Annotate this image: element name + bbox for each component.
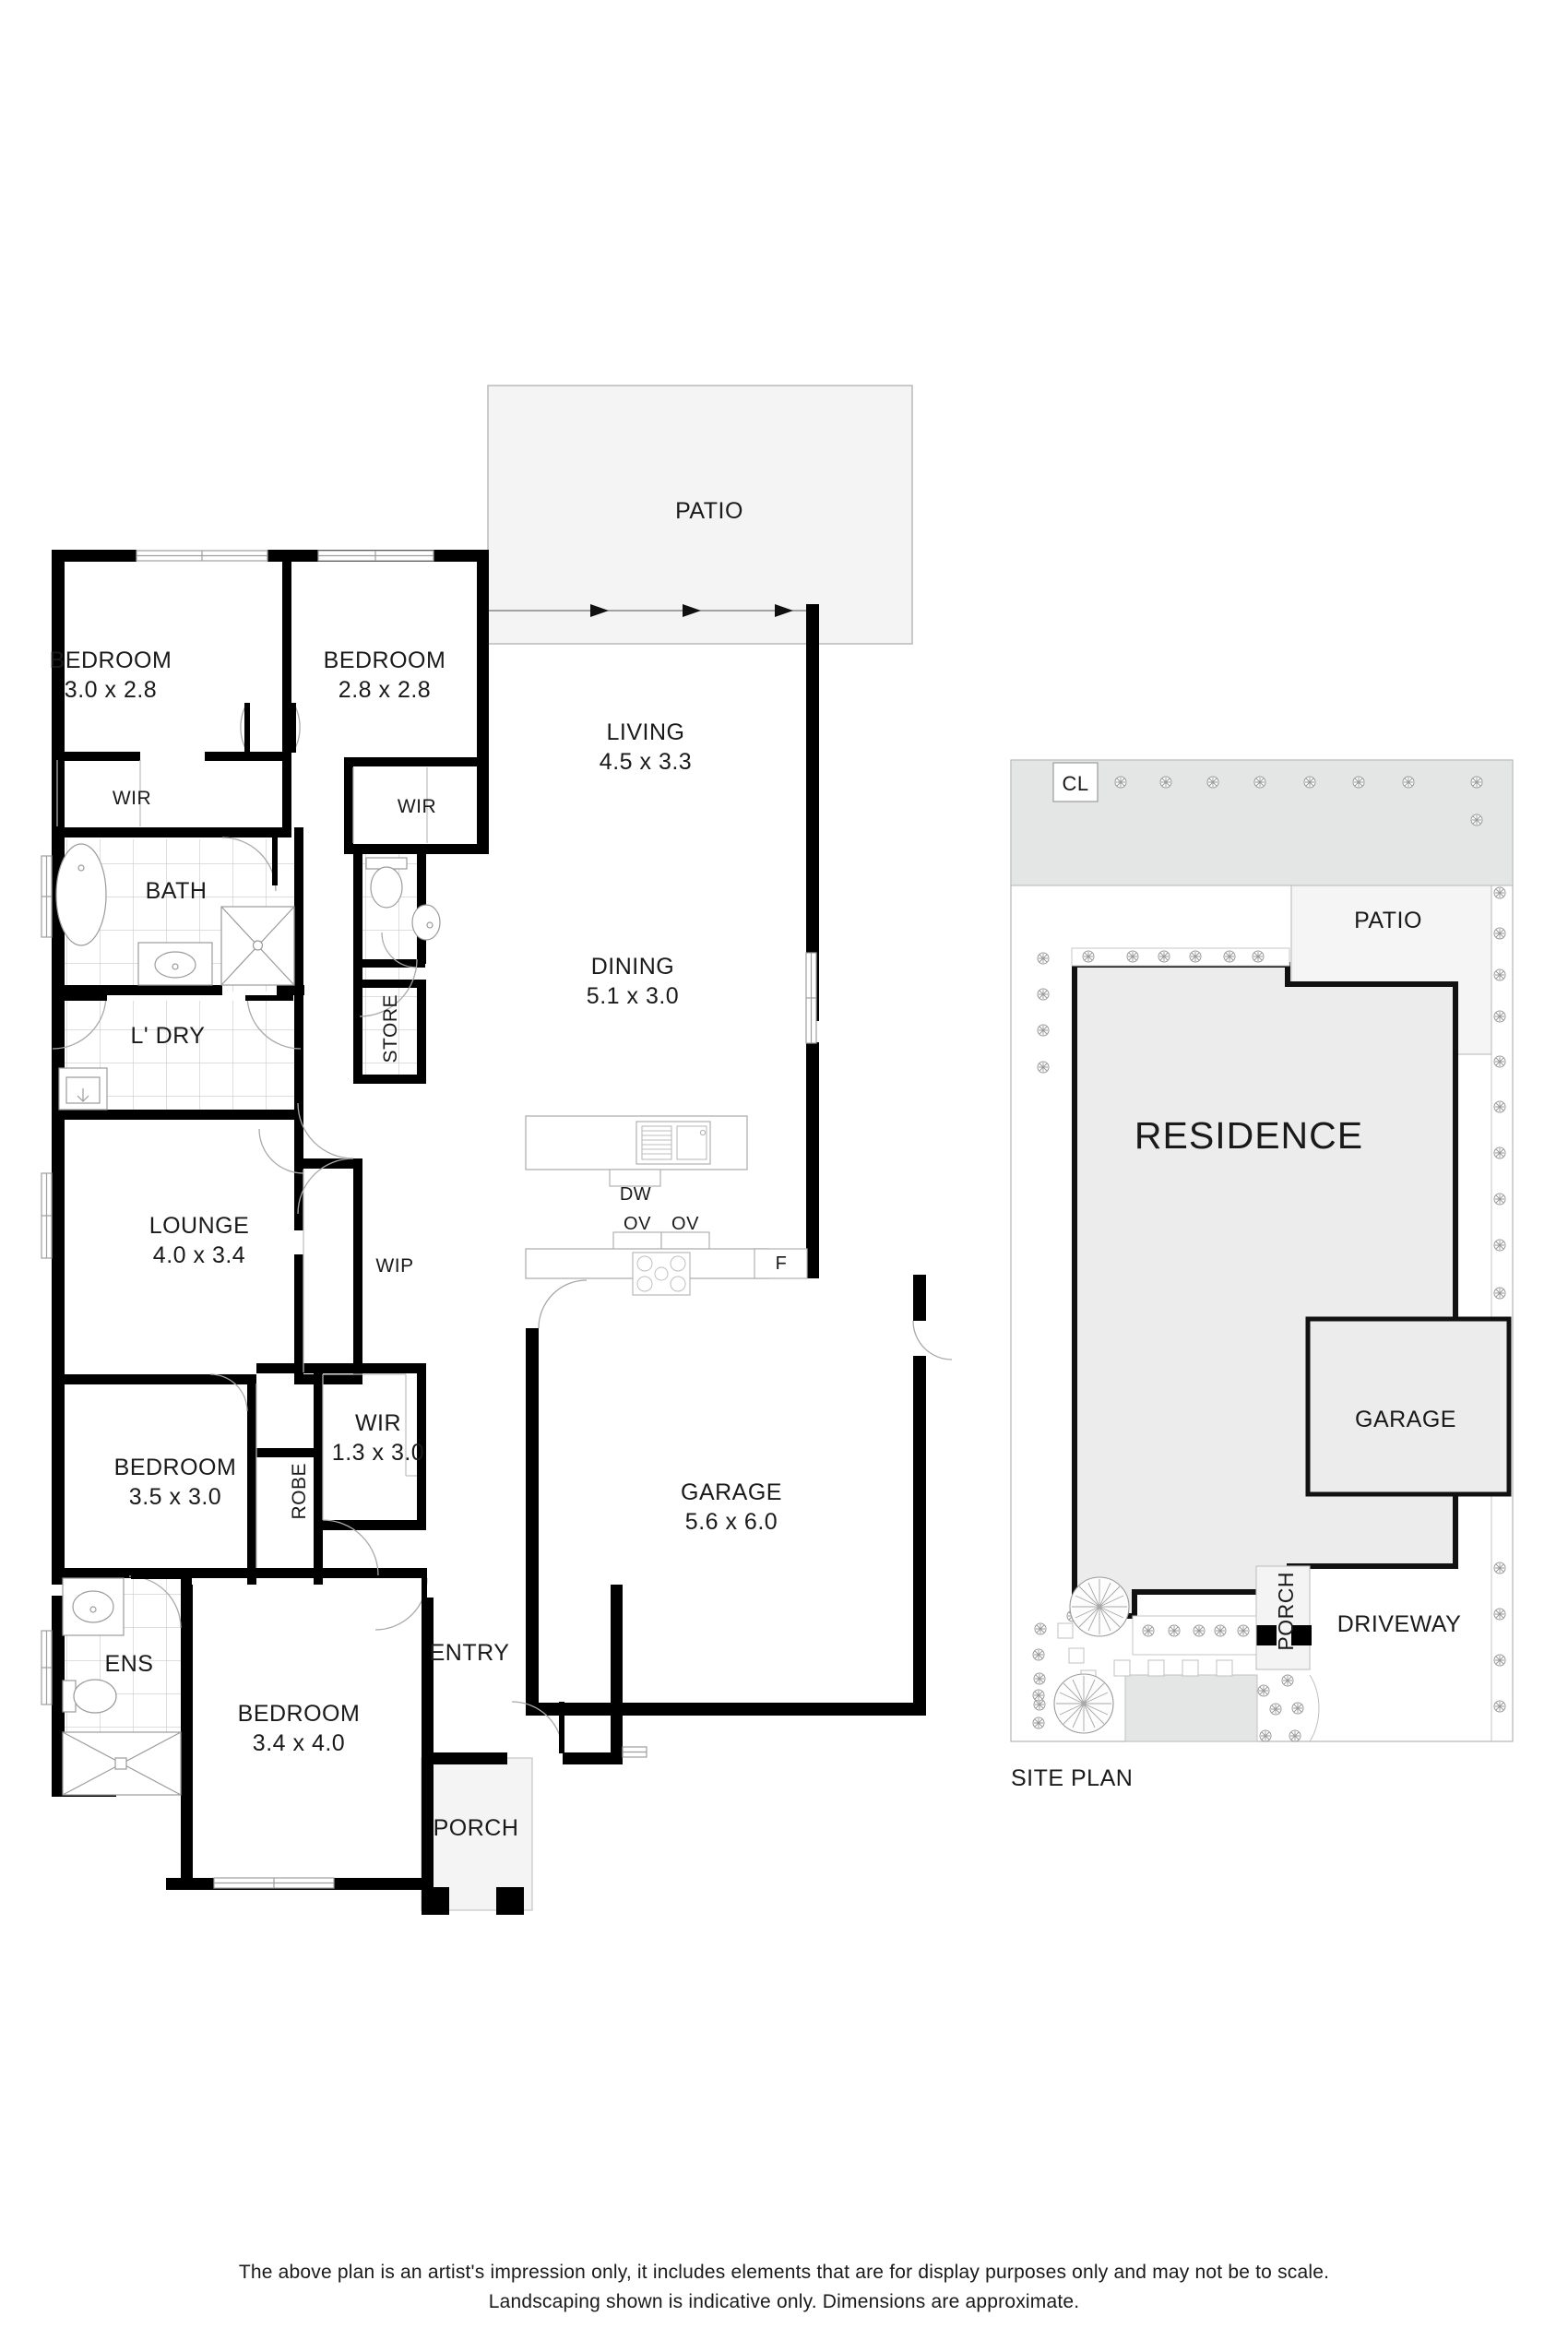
room-label-robe: ROBE (289, 1463, 310, 1520)
kitchen (525, 1115, 808, 1296)
wc-fixtures (365, 857, 441, 941)
room-label-lounge: LOUNGE 4.0 x 3.4 (148, 1213, 250, 1268)
room-label-bedroom-2: BEDROOM 3.0 x 2.8 (49, 647, 172, 703)
site-plan-drawing (1010, 759, 1514, 1742)
windows (41, 550, 817, 1889)
disclaimer-line-2: Landscaping shown is indicative only. Di… (488, 2291, 1080, 2312)
laundry-fixtures (58, 1067, 108, 1111)
room-label-patio: PATIO (675, 498, 743, 524)
room-label-bedroom-4: BEDROOM 3.5 x 3.0 (113, 1455, 237, 1510)
site-label-clothesline: CL (1062, 772, 1089, 795)
room-label-store: STORE (380, 994, 401, 1063)
interior-walls (52, 550, 489, 1790)
site-label-garage: GARAGE (1355, 1407, 1456, 1432)
ens-fixtures (62, 1577, 182, 1796)
door-swings (52, 702, 953, 1753)
room-label-wip: WIP (375, 1255, 414, 1277)
site-label-residence: RESIDENCE (1134, 1114, 1364, 1157)
patio-area (487, 385, 913, 645)
site-label-porch: PORCH (1274, 1572, 1298, 1651)
robe-shelves (56, 760, 428, 1568)
room-label-bedroom-master: BEDROOM 3.4 x 4.0 (237, 1701, 361, 1756)
disclaimer-line-1: The above plan is an artist's impression… (238, 2262, 1330, 2283)
room-label-ens: ENS (104, 1651, 154, 1677)
appliance-label-oven-1: OV (624, 1214, 651, 1234)
room-label-porch: PORCH (433, 1815, 519, 1841)
site-label-driveway: DRIVEWAY (1336, 1611, 1462, 1637)
room-label-bedroom-3: BEDROOM 2.8 x 2.8 (323, 647, 446, 703)
room-label-living: LIVING 4.5 x 3.3 (599, 719, 693, 775)
room-label-dining: DINING 5.1 x 3.0 (586, 954, 680, 1009)
appliance-label-dishwasher: DW (619, 1184, 652, 1205)
site-plan-title: SITE PLAN (1011, 1765, 1134, 1791)
room-label-entry: ENTRY (429, 1640, 510, 1666)
appliance-label-oven-2: OV (671, 1214, 699, 1234)
room-label-wir-master: WIR 1.3 x 3.0 (331, 1410, 425, 1466)
bath-fixtures (55, 843, 295, 986)
exterior-walls (52, 550, 926, 1915)
site-label-patio: PATIO (1354, 908, 1422, 933)
room-label-wir-bed2: WIR (112, 788, 152, 809)
room-label-bath: BATH (145, 878, 208, 904)
porch-area (421, 1757, 533, 1911)
room-label-wir-bed3: WIR (397, 796, 437, 817)
room-label-garage: GARAGE 5.6 x 6.0 (681, 1479, 782, 1535)
appliance-label-fridge: F (775, 1253, 788, 1274)
room-label-laundry: L' DRY (130, 1023, 206, 1049)
sliding-door-patio (489, 604, 806, 617)
